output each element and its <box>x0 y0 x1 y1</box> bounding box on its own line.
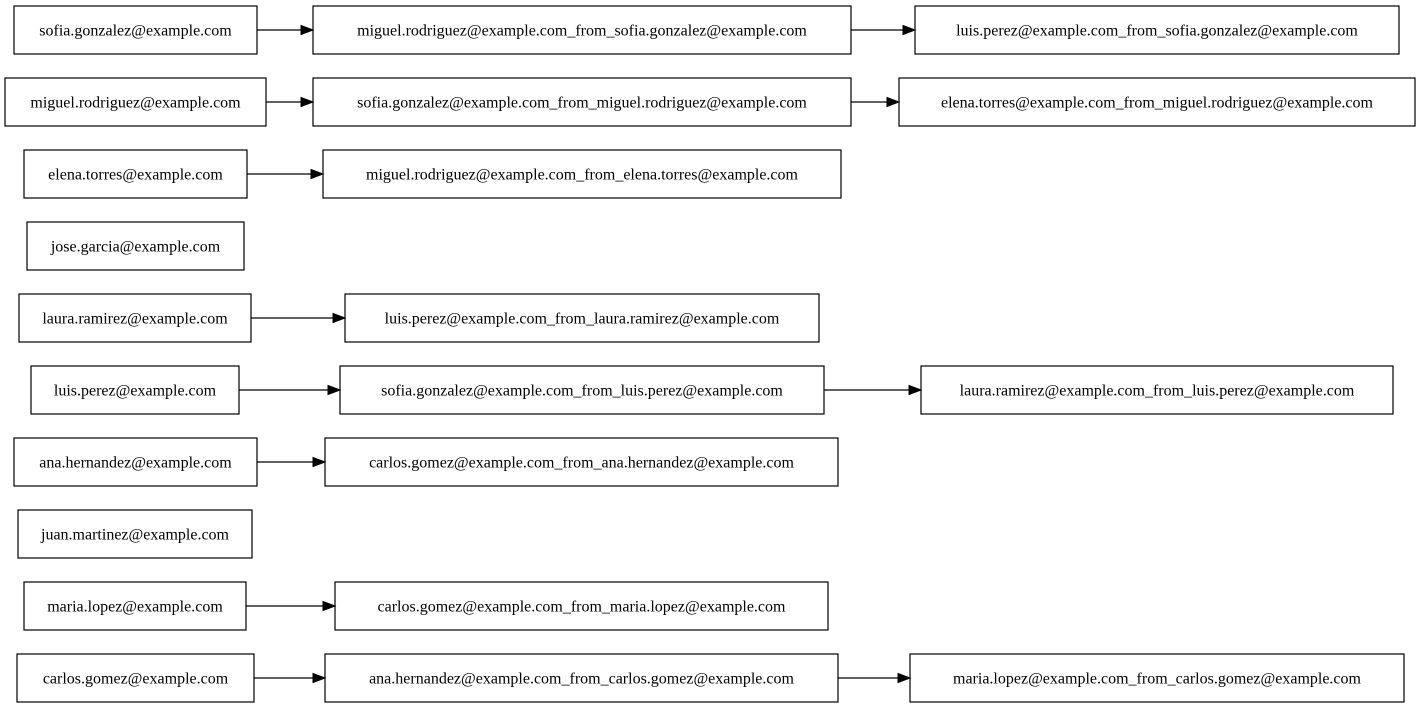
node-label: miguel.rodriguez@example.com_from_sofia.… <box>357 23 807 40</box>
node-box <box>324 653 839 703</box>
source-node: miguel.rodriguez@example.com <box>4 77 267 127</box>
diagram-row: maria.lopez@example.com carlos.gomez@exam… <box>23 581 829 631</box>
source-node: elena.torres@example.com <box>23 149 248 199</box>
node-box <box>344 293 820 343</box>
arrow-head <box>902 24 917 36</box>
node-box <box>16 653 255 703</box>
node-label: carlos.gomez@example.com_from_ana.hernan… <box>369 455 794 472</box>
node-label: ana.hernandez@example.com_from_carlos.go… <box>369 671 794 688</box>
forward-node: carlos.gomez@example.com_from_ana.hernan… <box>324 437 839 487</box>
node-label: laura.ramirez@example.com_from_luis.pere… <box>960 383 1355 400</box>
arrow-head <box>300 24 315 36</box>
forward-node: sofia.gonzalez@example.com_from_luis.per… <box>339 365 825 415</box>
forward-arrow <box>254 672 327 684</box>
source-node: sofia.gonzalez@example.com <box>13 5 258 55</box>
node-box <box>324 437 839 487</box>
forward-node: luis.perez@example.com_from_laura.ramire… <box>344 293 820 343</box>
arrow-head <box>310 168 325 180</box>
forward-node: laura.ramirez@example.com_from_luis.pere… <box>920 365 1394 415</box>
node-label: maria.lopez@example.com_from_carlos.gome… <box>953 671 1362 688</box>
node-label: luis.perez@example.com_from_sofia.gonzal… <box>956 23 1358 40</box>
diagram-row: juan.martinez@example.com <box>17 509 253 559</box>
node-label: miguel.rodriguez@example.com <box>30 95 241 112</box>
arrow-head <box>897 672 912 684</box>
forward-arrow <box>838 672 912 684</box>
forward-arrow <box>246 600 337 612</box>
diagram-row: carlos.gomez@example.com ana.hernandez@ex… <box>16 653 1405 703</box>
node-label: sofia.gonzalez@example.com_from_luis.per… <box>381 383 783 400</box>
forward-node: sofia.gonzalez@example.com_from_miguel.r… <box>312 77 852 127</box>
node-label: laura.ramirez@example.com <box>42 311 228 328</box>
node-box <box>312 5 852 55</box>
forward-node: miguel.rodriguez@example.com_from_elena.… <box>322 149 842 199</box>
forward-arrow <box>251 312 347 324</box>
node-label: ana.hernandez@example.com <box>39 455 232 472</box>
node-label: sofia.gonzalez@example.com <box>39 23 232 40</box>
node-label: luis.perez@example.com <box>54 383 217 400</box>
diagram-row: luis.perez@example.com sofia.gonzalez@exa… <box>30 365 1394 415</box>
node-box <box>334 581 829 631</box>
node-label: carlos.gomez@example.com_from_maria.lope… <box>378 599 787 616</box>
forward-node: elena.torres@example.com_from_miguel.rod… <box>898 77 1416 127</box>
forward-arrow <box>851 24 917 36</box>
forward-node: maria.lopez@example.com_from_carlos.gome… <box>909 653 1405 703</box>
node-box <box>23 149 248 199</box>
node-box <box>909 653 1405 703</box>
forward-node: carlos.gomez@example.com_from_maria.lope… <box>334 581 829 631</box>
forward-node: miguel.rodriguez@example.com_from_sofia.… <box>312 5 852 55</box>
diagram-row: laura.ramirez@example.com luis.perez@exam… <box>18 293 820 343</box>
forward-arrow <box>266 96 315 108</box>
forward-arrow <box>824 384 923 396</box>
node-label: jose.garcia@example.com <box>50 239 221 256</box>
node-label: carlos.gomez@example.com <box>43 671 229 688</box>
diagram-row: ana.hernandez@example.com carlos.gomez@ex… <box>13 437 839 487</box>
node-box <box>13 5 258 55</box>
forward-arrow <box>851 96 901 108</box>
node-box <box>4 77 267 127</box>
source-node: juan.martinez@example.com <box>17 509 253 559</box>
arrow-head <box>332 312 347 324</box>
arrow-head <box>312 672 327 684</box>
node-label: miguel.rodriguez@example.com_from_elena.… <box>366 167 799 184</box>
arrow-head <box>312 456 327 468</box>
forward-arrow <box>247 168 325 180</box>
forward-arrow <box>257 24 315 36</box>
diagram-row: miguel.rodriguez@example.com sofia.gonzal… <box>4 77 1416 127</box>
source-node: laura.ramirez@example.com <box>18 293 252 343</box>
forward-node: ana.hernandez@example.com_from_carlos.go… <box>324 653 839 703</box>
node-label: elena.torres@example.com_from_miguel.rod… <box>941 95 1374 112</box>
node-label: luis.perez@example.com_from_laura.ramire… <box>385 311 780 328</box>
source-node: jose.garcia@example.com <box>26 221 245 271</box>
forward-arrow <box>257 456 327 468</box>
node-box <box>920 365 1394 415</box>
arrow-head <box>908 384 923 396</box>
diagram-row: jose.garcia@example.com <box>26 221 245 271</box>
forward-arrow <box>239 384 342 396</box>
arrow-head <box>300 96 315 108</box>
arrow-head <box>327 384 342 396</box>
node-label: elena.torres@example.com <box>48 167 223 184</box>
node-box <box>13 437 258 487</box>
source-node: carlos.gomez@example.com <box>16 653 255 703</box>
node-box <box>898 77 1416 127</box>
node-box <box>17 509 253 559</box>
node-label: juan.martinez@example.com <box>40 527 230 544</box>
diagram-row: elena.torres@example.com miguel.rodriguez… <box>23 149 842 199</box>
source-node: luis.perez@example.com <box>30 365 240 415</box>
node-box <box>322 149 842 199</box>
source-node: ana.hernandez@example.com <box>13 437 258 487</box>
node-box <box>26 221 245 271</box>
diagram-row: sofia.gonzalez@example.com miguel.rodrigu… <box>13 5 1400 55</box>
arrow-head <box>322 600 337 612</box>
arrow-head <box>886 96 901 108</box>
node-label: maria.lopez@example.com <box>47 599 223 616</box>
source-node: maria.lopez@example.com <box>23 581 247 631</box>
forward-node: luis.perez@example.com_from_sofia.gonzal… <box>914 5 1400 55</box>
node-label: sofia.gonzalez@example.com_from_miguel.r… <box>357 95 807 112</box>
